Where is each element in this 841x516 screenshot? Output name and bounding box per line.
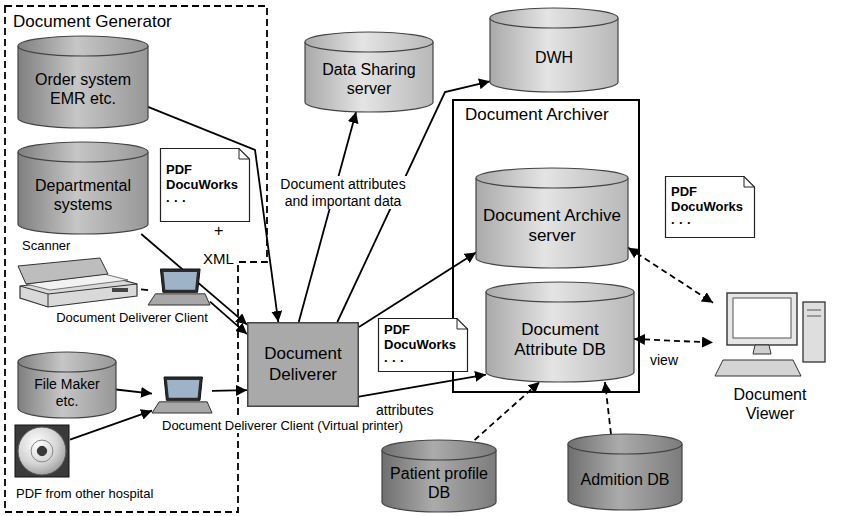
node-label: Document Archive server: [482, 206, 622, 246]
text-holder: Patient profile DB: [388, 465, 490, 503]
node-label: PDF DocuWorks · · ·: [166, 162, 238, 208]
node-label: Document Attribute DB: [492, 320, 628, 360]
scanner-icon: Scanner: [16, 238, 146, 310]
laptop-drawing: [152, 376, 212, 414]
database-cylinder: Document Attribute DB: [486, 282, 634, 382]
node-label: PDF from other hospital: [14, 486, 155, 501]
node-label: Document Viewer: [720, 386, 820, 424]
node-label: Document Deliverer Client (Virtual print…: [160, 418, 405, 433]
node-label: Document Deliverer: [253, 344, 353, 384]
icon-caption: Document Viewer: [720, 386, 820, 424]
document-sheet: PDF DocuWorks · · ·: [160, 148, 250, 222]
text-holder: Document Attribute DB: [492, 320, 628, 360]
laptop-drawing: [148, 268, 210, 306]
annotation-label: XML: [203, 250, 234, 268]
document-sheet: PDF DocuWorks · · ·: [378, 318, 468, 372]
scanner-drawing: [16, 258, 141, 308]
node-label: Order system EMR etc.: [24, 71, 142, 109]
database-cylinder: Document Archive server: [476, 168, 628, 268]
text-holder: PDF DocuWorks · · ·: [671, 184, 743, 230]
node-label: PDF DocuWorks · · ·: [384, 322, 456, 368]
text-holder: Order system EMR etc.: [24, 71, 142, 109]
arrow-connector: [299, 112, 356, 322]
database-cylinder: Patient profile DB: [382, 440, 496, 512]
cd-icon: PDF from other hospital: [10, 424, 200, 508]
text-holder: PDF DocuWorks · · ·: [384, 322, 456, 368]
database-cylinder: Departmental systems: [18, 142, 148, 234]
text-holder: Data Sharing server: [311, 61, 427, 99]
icon-caption: Document Deliverer Client: [48, 310, 216, 325]
dashed-connector: [628, 248, 713, 303]
arrow-connector: [210, 302, 247, 334]
edge-label: attributes: [376, 402, 434, 419]
arrow-connector: [116, 389, 152, 393]
database-cylinder: Admition DB: [568, 434, 682, 510]
text-holder: DWH: [535, 49, 573, 68]
text-holder: Departmental systems: [24, 177, 142, 215]
text-holder: PDF DocuWorks · · ·: [166, 162, 238, 208]
group-heading: Document Generator: [13, 12, 172, 32]
annotation-label: Document attributes and important data: [276, 176, 410, 209]
dashed-connector: [605, 382, 611, 434]
text-holder: Document Deliverer: [253, 344, 353, 384]
node-label: File Maker etc.: [24, 376, 110, 409]
icon-caption: Document Deliverer Client (Virtual print…: [160, 418, 450, 433]
node-label: Scanner: [20, 238, 72, 253]
node-label: Document Archiver: [465, 105, 609, 125]
database-cylinder: File Maker etc.: [18, 352, 116, 418]
monitor-drawing: [713, 292, 828, 378]
node-label: DWH: [535, 49, 573, 68]
edge-label: view: [650, 352, 678, 369]
database-cylinder: DWH: [490, 8, 618, 92]
database-cylinder: Order system EMR etc.: [18, 36, 148, 128]
database-cylinder: Data Sharing server: [305, 32, 433, 112]
document-sheet: PDF DocuWorks · · ·: [665, 176, 755, 238]
computer-icon: Document Viewer: [705, 292, 835, 432]
icon-caption: Scanner: [20, 238, 140, 253]
node-label: Departmental systems: [24, 177, 142, 215]
text-holder: Document Archive server: [482, 206, 622, 246]
arrow-connector: [141, 288, 148, 291]
node-label: PDF DocuWorks · · ·: [671, 184, 743, 230]
text-holder: File Maker etc.: [24, 376, 110, 409]
process-box: Document Deliverer: [247, 322, 359, 407]
dashed-connector: [634, 339, 713, 343]
dashed-connector: [475, 382, 540, 440]
arrow-connector: [148, 107, 278, 322]
node-label: Document Deliverer Client: [54, 310, 210, 325]
node-label: Admition DB: [581, 471, 670, 490]
node-label: Patient profile DB: [388, 465, 490, 503]
group-heading: Document Archiver: [465, 105, 609, 125]
arrow-connector: [359, 375, 486, 397]
text-holder: Admition DB: [581, 471, 670, 490]
icon-caption: PDF from other hospital: [14, 486, 200, 501]
node-label: Data Sharing server: [311, 61, 427, 99]
annotation-label: +: [214, 222, 223, 241]
node-label: Document Generator: [13, 12, 172, 32]
cd-drawing: [14, 424, 70, 478]
arrow-connector: [212, 389, 247, 391]
laptop-icon: Document Deliverer Client: [48, 268, 216, 326]
arrow-connector: [359, 253, 476, 327]
group-box: Document ArchiverDocument Archive server…: [453, 100, 639, 392]
